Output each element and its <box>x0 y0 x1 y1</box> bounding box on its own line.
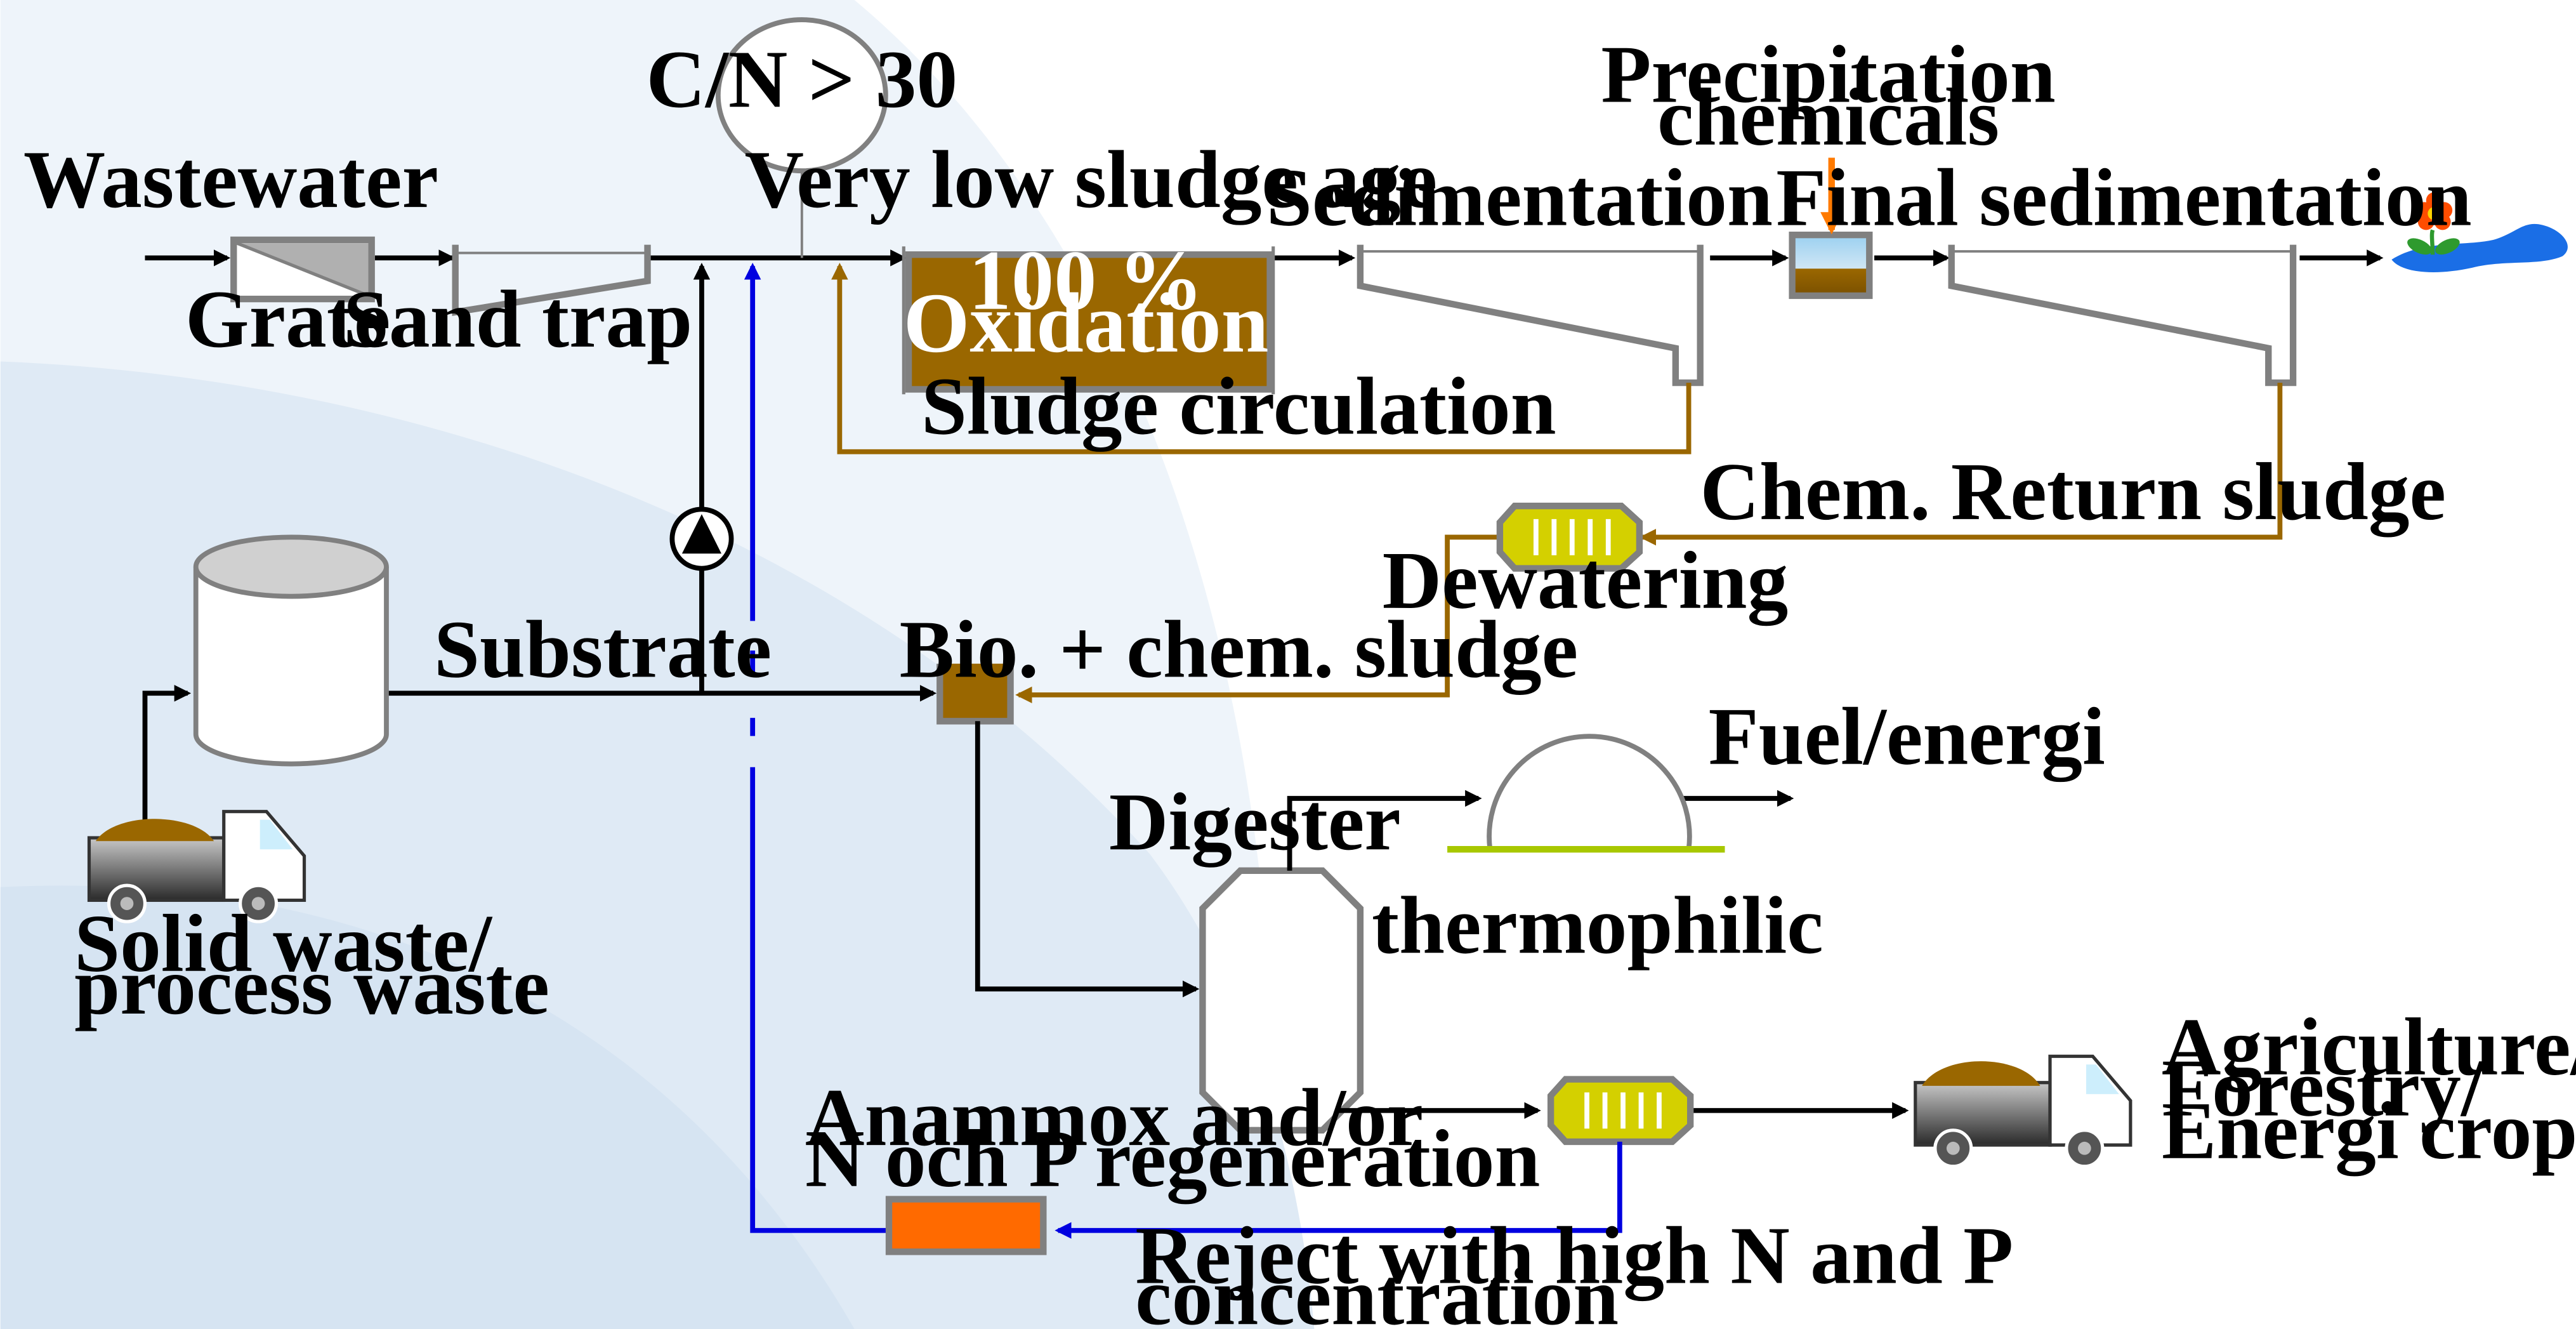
label-sand-trap: Sand trap <box>343 274 692 364</box>
label-agriculture: Agriculture/ <box>2162 1002 2576 1093</box>
label-solid-waste: Solid waste/ <box>74 898 493 989</box>
label-sedimentation: Sedimentation <box>1266 152 1773 243</box>
label-cn-ratio: C/N > 30 <box>646 34 957 124</box>
label-precipitation: Precipitation <box>1601 29 2055 119</box>
label-process-waste: process waste <box>74 941 549 1031</box>
precipitation-mixer <box>1789 157 1873 300</box>
dewatering-unit-digestate <box>1547 1076 1694 1146</box>
label-chemicals: chemicals <box>1657 72 1999 162</box>
receiving-water-icon <box>2391 192 2568 272</box>
label-substrate: Substrate <box>434 604 772 694</box>
label-final-sedimentation: Final sedimentation <box>1776 152 2471 243</box>
label-anammox: Anammox and/or <box>805 1072 1423 1163</box>
pump-icon <box>669 506 734 571</box>
dewatering-unit <box>1496 503 1643 572</box>
label-chem-return-sludge: Chem. Return sludge <box>1700 446 2446 538</box>
label-reject: Reject with high N and P <box>1135 1210 2013 1302</box>
digester-feed-line <box>975 721 1200 998</box>
storage-tank <box>193 534 389 767</box>
label-bio-chem-sludge: Bio. + chem. sludge <box>900 604 1579 695</box>
label-concentration: concentration <box>1135 1251 1619 1329</box>
label-grate: Grate <box>185 274 390 364</box>
anammox-unit <box>885 1196 1047 1255</box>
grate-unit <box>230 236 375 303</box>
sand-trap-unit <box>452 244 651 316</box>
label-energi-crops: Energi crops <box>2162 1085 2576 1177</box>
truck-agriculture-icon <box>1914 1054 2132 1168</box>
labels: Wastewater Grate Sand trap C/N > 30 Very… <box>23 29 2576 1329</box>
sedimentation-tank <box>1357 244 1704 387</box>
gas-holder <box>1447 734 1725 853</box>
digester-vessel <box>1199 867 1364 1134</box>
truck-solid-waste-icon <box>87 810 306 923</box>
reject-water-lines <box>744 263 1622 1239</box>
label-forestry: Forestry/ <box>2162 1043 2485 1134</box>
cn-ratio-indicator <box>715 17 888 258</box>
gas-lines <box>1287 790 1794 871</box>
sludge-lines <box>831 263 2283 704</box>
label-thermophilic: thermophilic <box>1372 880 1824 970</box>
label-dewatering: Dewatering <box>1383 535 1789 626</box>
oxidation-basin <box>902 246 1275 395</box>
label-np-regeneration: N och P regeneration <box>805 1113 1540 1205</box>
label-oxidation-percent: 100 % <box>969 234 1204 328</box>
final-sedimentation-tank <box>1948 244 2297 387</box>
label-very-low-sludge-age: Very low sludge age <box>745 134 1438 225</box>
label-wastewater: Wastewater <box>23 134 438 225</box>
label-oxidation: Oxidation <box>904 276 1269 371</box>
label-digester: Digester <box>1109 776 1401 868</box>
label-fuel-energi: Fuel/energi <box>1709 691 2105 783</box>
label-sludge-circulation: Sludge circulation <box>921 360 1556 452</box>
